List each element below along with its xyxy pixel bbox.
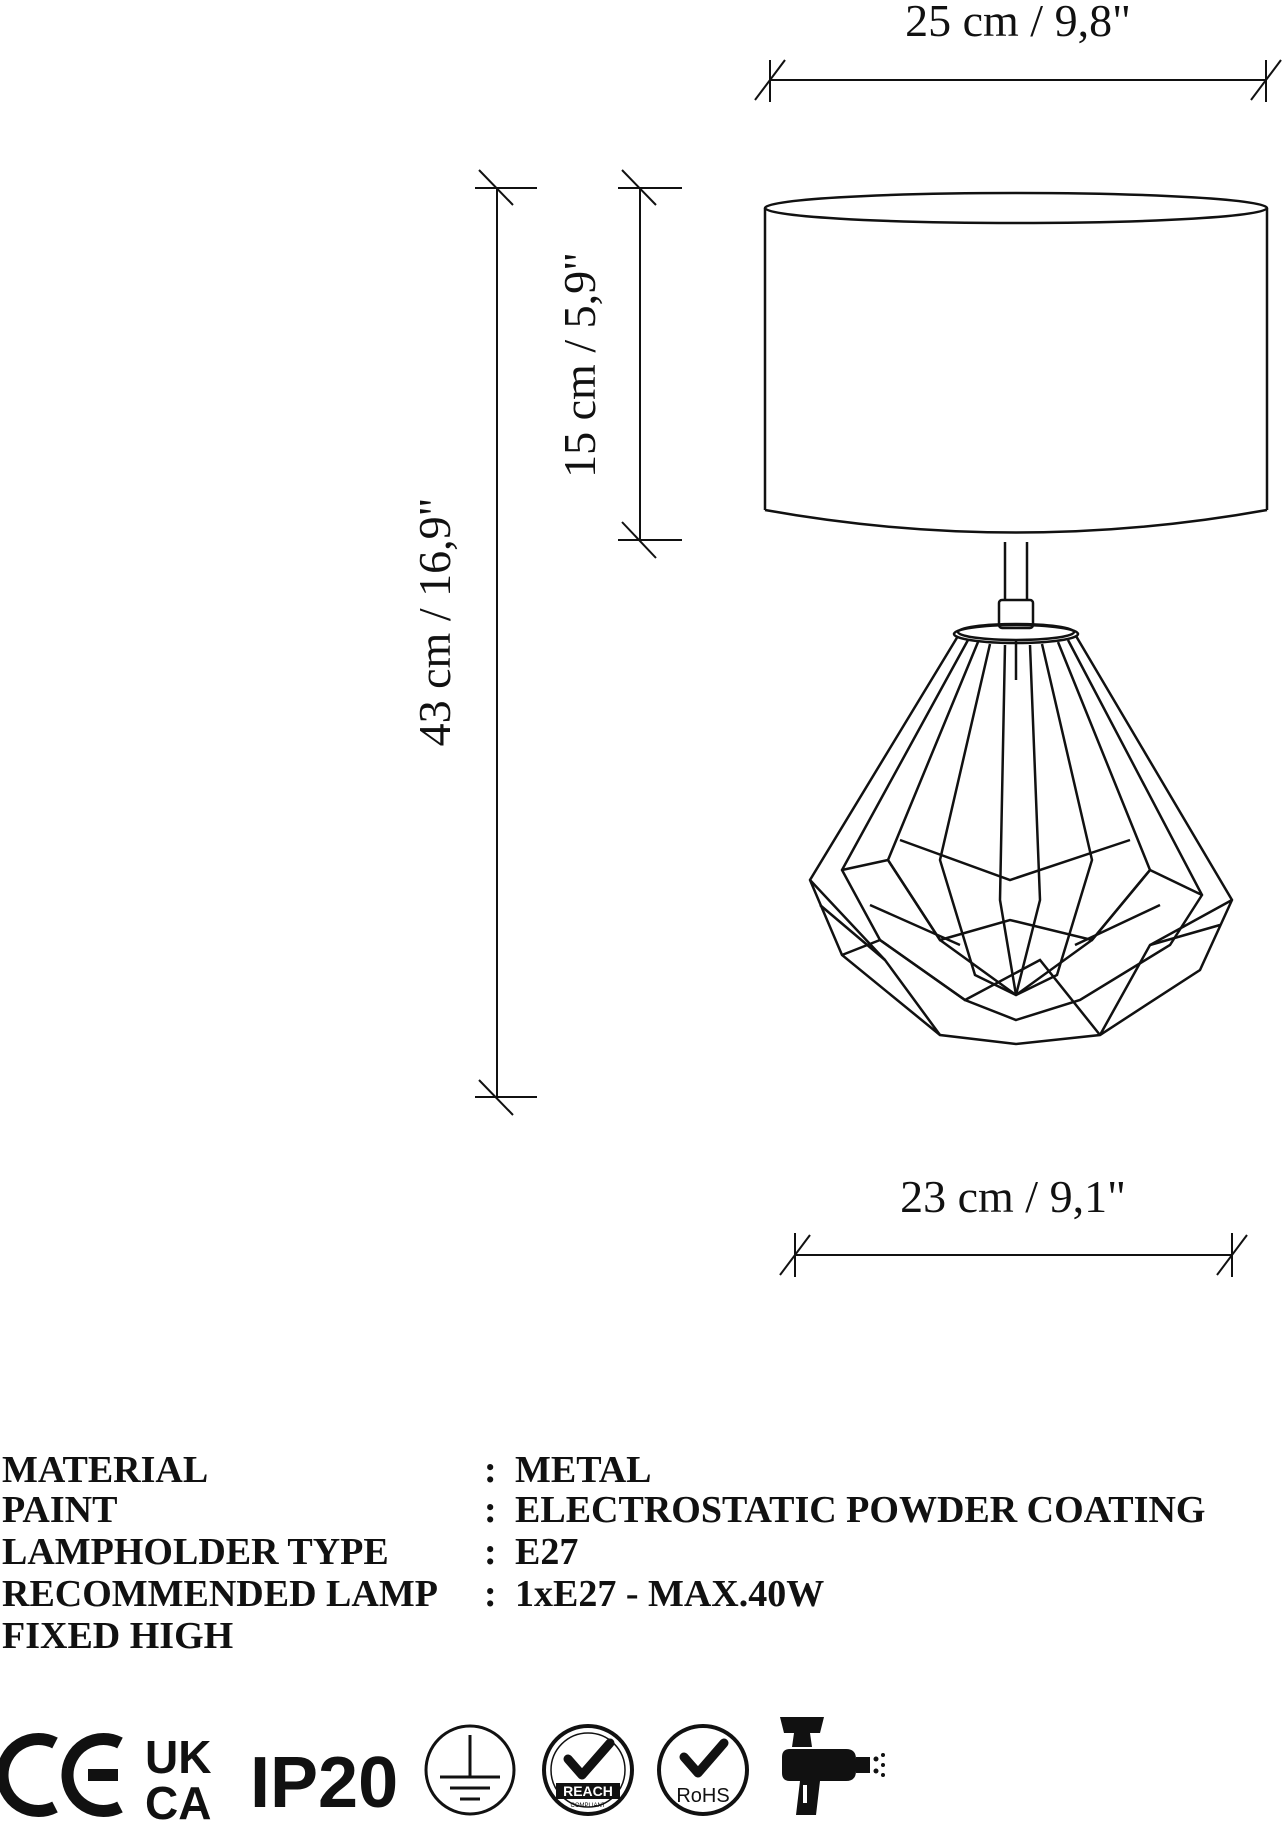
ce-mark-icon (0, 1733, 123, 1817)
ip-rating-text: IP20 (250, 1743, 398, 1821)
base-width-dimension-line (779, 1233, 1248, 1277)
base-width-label: 23 cm / 9,1" (900, 1171, 1126, 1222)
cage-base (808, 623, 1234, 1046)
shade-height-label: 15 cm / 5,9" (554, 252, 605, 478)
ukca-mark-icon: UK CA (145, 1731, 211, 1821)
spec-value: 1xE27 - MAX.40W (515, 1573, 825, 1615)
specification-table: MATERIAL : METAL PAINT : ELECTROSTATIC P… (0, 1448, 1286, 1678)
shade-height-dimension-line (618, 169, 682, 559)
spec-colon: : (484, 1531, 497, 1573)
lamp-stem (956, 542, 1076, 680)
ukca-top-text: UK (145, 1731, 211, 1783)
spray-gun-icon (780, 1717, 885, 1815)
shade-width-dimension-line (754, 59, 1282, 102)
shade-width-label: 25 cm / 9,8" (905, 0, 1131, 46)
spec-value: METAL (515, 1449, 652, 1491)
spec-label: FIXED HIGH (2, 1615, 234, 1657)
spec-label: PAINT (2, 1489, 118, 1531)
rohs-label: RoHS (676, 1785, 729, 1807)
reach-icon: REACH COMPLIANT (542, 1724, 634, 1816)
rohs-icon: RoHS (657, 1724, 749, 1816)
spec-value: E27 (515, 1531, 579, 1573)
ukca-bottom-text: CA (145, 1777, 211, 1821)
spec-value: ELECTROSTATIC POWDER COATING (515, 1489, 1206, 1531)
total-height-dimension-line (475, 169, 537, 1116)
spec-label: RECOMMENDED LAMP (2, 1573, 438, 1615)
spec-colon: : (484, 1489, 497, 1531)
reach-label: REACH (563, 1783, 613, 1799)
total-height-label: 43 cm / 16,9" (409, 498, 460, 747)
spec-label: LAMPHOLDER TYPE (2, 1531, 389, 1573)
spec-colon: : (484, 1449, 497, 1491)
spec-label: MATERIAL (2, 1449, 209, 1491)
reach-sub-label: COMPLIANT (570, 1803, 605, 1809)
ground-icon (424, 1724, 516, 1816)
lamp-shade (763, 191, 1269, 534)
certification-marks: CE UK CA IP20 REACH COMPLIANT RoHS (0, 1717, 885, 1821)
spec-colon: : (484, 1573, 497, 1615)
